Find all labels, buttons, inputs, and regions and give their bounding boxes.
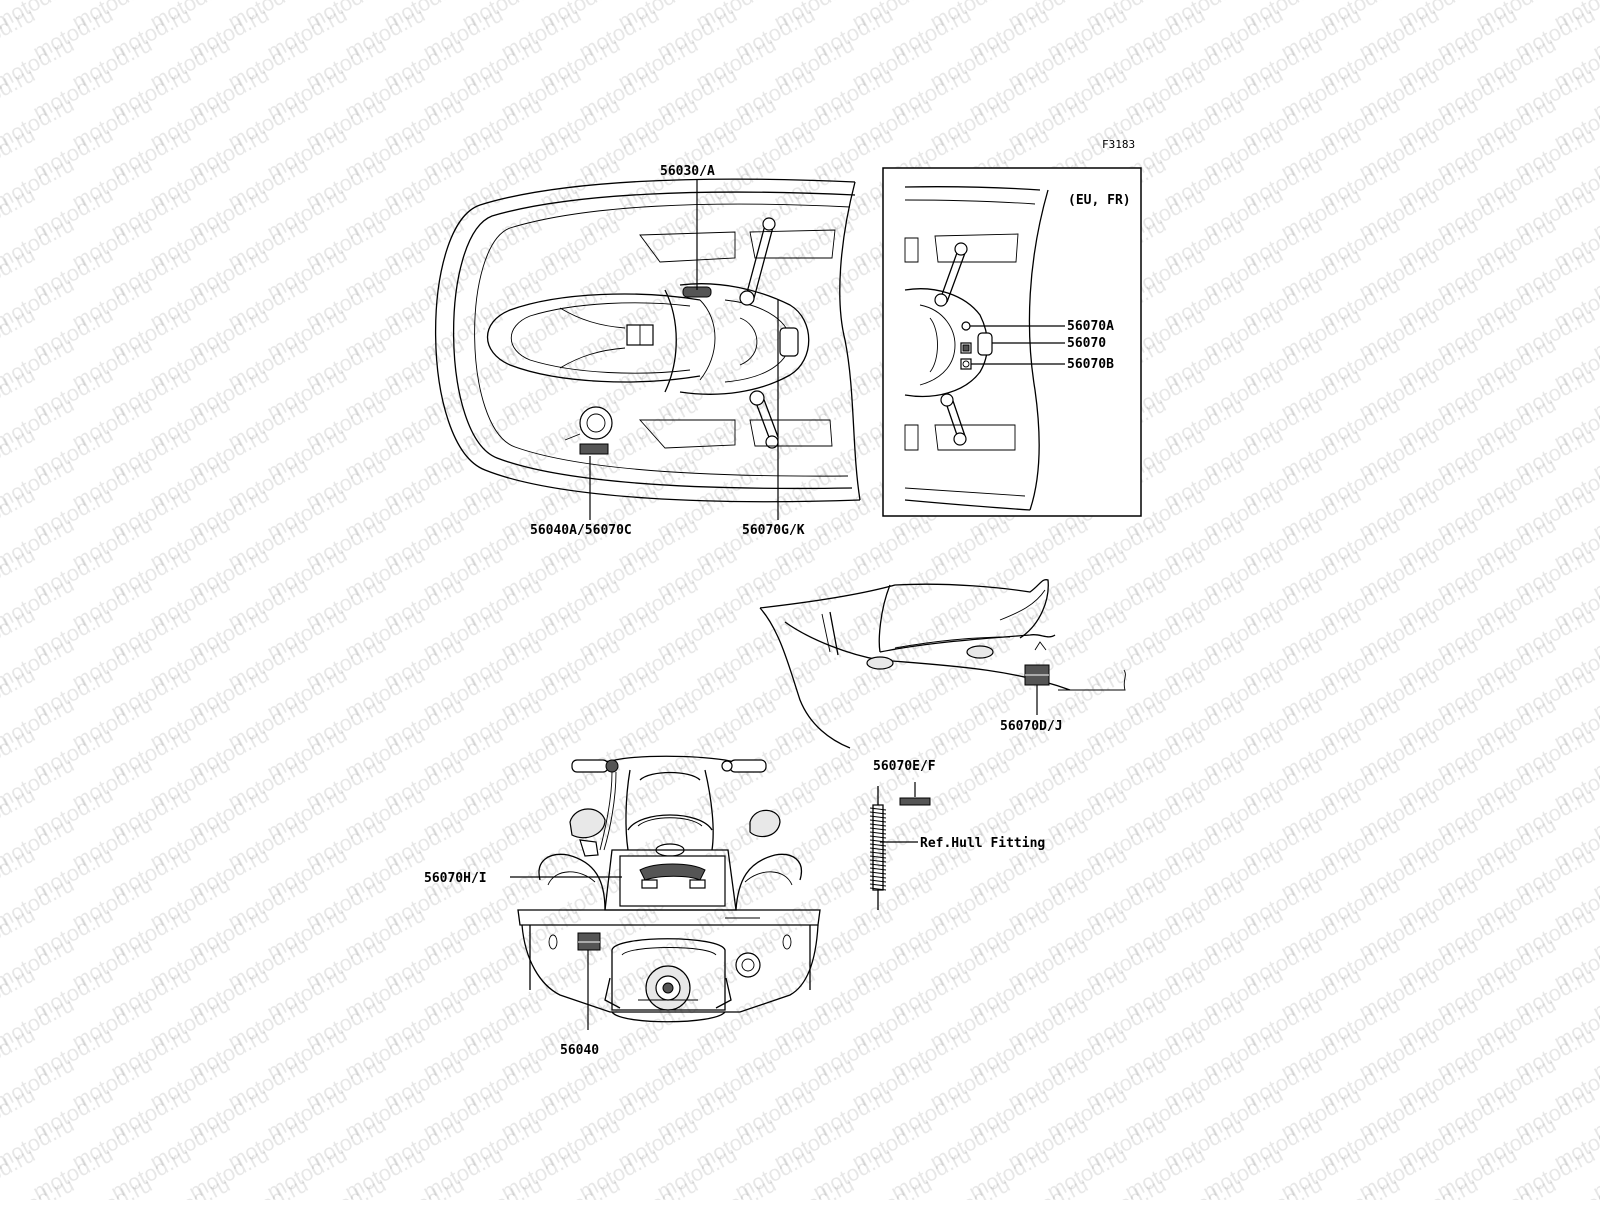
label-56040: 56040 [560, 1043, 599, 1058]
label-56070E-F: 56070E/F [873, 759, 936, 774]
label-56070H-I: 56070H/I [424, 871, 487, 886]
label-56070A: 56070A [1067, 319, 1114, 334]
label-56070D-J: 56070D/J [1000, 719, 1063, 734]
label-56030-A: 56030/A [660, 164, 715, 179]
label-56070: 56070 [1067, 336, 1106, 351]
label-56070B: 56070B [1067, 357, 1114, 372]
label-56070G-K: 56070G/K [742, 523, 805, 538]
inset-region-label: (EU, FR) [1068, 193, 1131, 208]
figure-code: F3183 [1102, 138, 1135, 151]
label-56040A-56070C: 56040A/56070C [530, 523, 632, 538]
label-ref-hull-fitting: Ref.Hull Fitting [920, 836, 1045, 851]
